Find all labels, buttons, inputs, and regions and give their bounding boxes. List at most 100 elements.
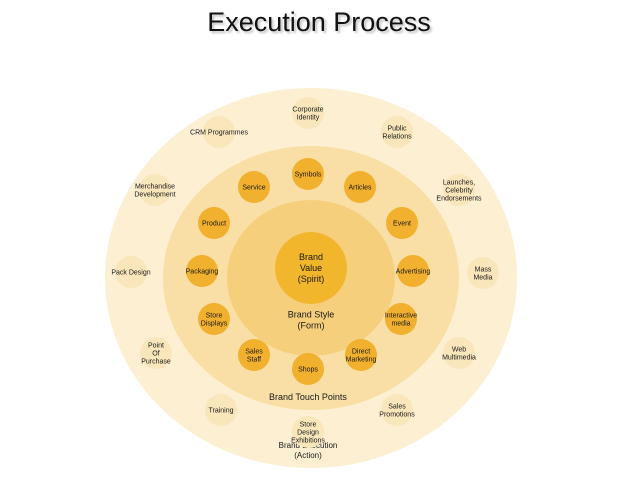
node-label-line: Shops	[298, 366, 318, 373]
node-label-line: Relations	[382, 133, 412, 140]
node-circle	[397, 255, 429, 287]
node-label-line: Sales	[388, 403, 406, 410]
node-label: Service	[242, 184, 265, 191]
node-circle	[186, 255, 218, 287]
node-service: Service	[238, 171, 270, 203]
node-label-line: Articles	[349, 184, 372, 191]
node-pack-design: Pack Design	[111, 256, 151, 288]
node-circle	[292, 97, 324, 129]
node-product: Product	[198, 207, 230, 239]
node-circle	[140, 337, 172, 369]
node-label: Advertising	[396, 268, 431, 275]
node-articles: Articles	[344, 171, 376, 203]
node-label: CRM Programmes	[190, 129, 248, 136]
brand-touch-points-label: Brand Touch Points	[269, 392, 347, 402]
node-label-line: Web	[452, 346, 466, 353]
node-label-line: Exhibitions	[291, 437, 325, 444]
touch-point-nodes: SymbolsArticlesEventAdvertisingInteracti…	[186, 158, 431, 385]
node-label-line: Point	[148, 342, 164, 349]
brand-value-label-line: Brand	[299, 252, 323, 262]
node-label-line: Event	[393, 220, 411, 227]
node-shops: Shops	[292, 353, 324, 385]
node-label-line: Packaging	[186, 268, 219, 275]
node-label: Product	[202, 220, 226, 227]
brand-style-label-line: (Form)	[298, 321, 325, 331]
node-circle	[198, 207, 230, 239]
node-label-line: Development	[134, 191, 175, 198]
node-label: Event	[393, 220, 411, 227]
brand-execution-label-line: (Action)	[294, 451, 322, 460]
concentric-rings	[105, 88, 517, 468]
node-circle	[381, 116, 413, 148]
node-circle	[292, 416, 324, 448]
node-label-line: Interactive	[385, 312, 417, 319]
node-label-line: media	[391, 320, 410, 327]
node-circle	[203, 116, 235, 148]
node-crm-programmes: CRM Programmes	[190, 116, 248, 148]
node-label-line: Endorsements	[436, 195, 482, 202]
node-circle	[443, 174, 475, 206]
node-label-line: Corporate	[292, 106, 323, 113]
node-circle	[139, 174, 171, 206]
node-packaging: Packaging	[186, 255, 219, 287]
node-circle	[292, 158, 324, 190]
node-label-line: Advertising	[396, 268, 431, 275]
brand-style-label: Brand Style(Form)	[288, 310, 335, 331]
node-label-line: Displays	[201, 320, 228, 327]
node-circle	[467, 257, 499, 289]
brand-style-label-line: Brand Style	[288, 310, 335, 320]
node-label-line: Training	[208, 407, 233, 414]
node-label-line: Store	[206, 312, 223, 319]
node-label-line: Celebrity	[445, 187, 473, 194]
node-label: Training	[208, 407, 233, 414]
node-label-line: Marketing	[346, 356, 377, 363]
page-title: Execution Process	[207, 7, 431, 37]
node-circle	[443, 337, 475, 369]
node-circle	[344, 171, 376, 203]
node-advertising: Advertising	[396, 255, 431, 287]
node-circle	[205, 394, 237, 426]
node-label: Packaging	[186, 268, 219, 275]
node-label-line: Product	[202, 220, 226, 227]
center-circle	[275, 232, 347, 304]
node-label-line: Multimedia	[442, 354, 476, 361]
node-circle	[386, 207, 418, 239]
node-label-line: Media	[473, 274, 492, 281]
node-label: Symbols	[295, 171, 322, 178]
node-label: Shops	[298, 366, 318, 373]
node-label-line: CRM Programmes	[190, 129, 248, 136]
node-label-line: Symbols	[295, 171, 322, 178]
node-circle	[381, 394, 413, 426]
node-label-line: Pack Design	[111, 269, 150, 276]
node-circle	[385, 303, 417, 335]
node-label-line: Of	[152, 350, 159, 357]
node-label: Articles	[349, 184, 372, 191]
node-label-line: Mass	[475, 266, 492, 273]
node-label-line: Launches,	[443, 179, 475, 186]
node-label-line: Sales	[245, 348, 263, 355]
node-label-line: Direct	[352, 348, 370, 355]
node-symbols: Symbols	[292, 158, 324, 190]
node-label-line: Service	[242, 184, 265, 191]
node-event: Event	[386, 207, 418, 239]
node-label-line: Identity	[297, 114, 320, 121]
